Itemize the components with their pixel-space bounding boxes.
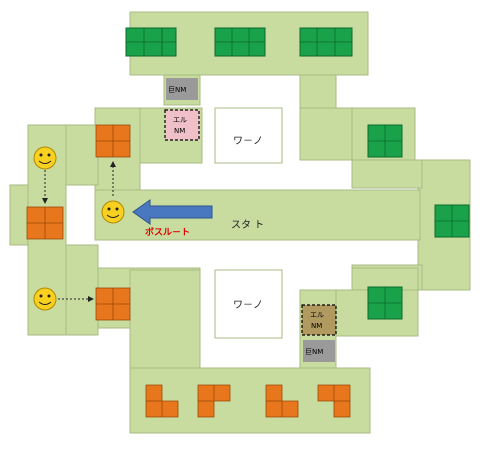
nm-bottom-label-2: NM xyxy=(311,322,323,330)
start-label: スタ ト xyxy=(231,220,265,231)
smiley-face-icon xyxy=(101,200,125,224)
nm-bottom-box xyxy=(301,304,337,336)
nm-top-box xyxy=(164,109,200,141)
gate-bottom-label: 巨NM xyxy=(305,348,324,356)
smiley-face-icon xyxy=(33,287,57,311)
gate-top xyxy=(166,78,198,100)
nm-top-label-1: エル xyxy=(173,116,187,124)
warp-top-box xyxy=(214,107,283,164)
warp-bottom-label: ワ－ノ xyxy=(233,300,263,311)
dotted-arrow-icon xyxy=(44,165,114,300)
gate-bottom xyxy=(303,340,335,362)
arrow-left-icon xyxy=(132,199,213,225)
smiley-face-icon xyxy=(33,146,57,170)
warp-bottom-box xyxy=(214,269,283,339)
boss-route-label: ボスル－ト xyxy=(145,228,191,238)
warp-top-label: ワ－ノ xyxy=(233,136,263,147)
gate-top-label: 巨NM xyxy=(168,86,187,94)
nm-bottom-label-1: エル xyxy=(310,311,324,319)
nm-top-label-2: NM xyxy=(174,127,186,135)
